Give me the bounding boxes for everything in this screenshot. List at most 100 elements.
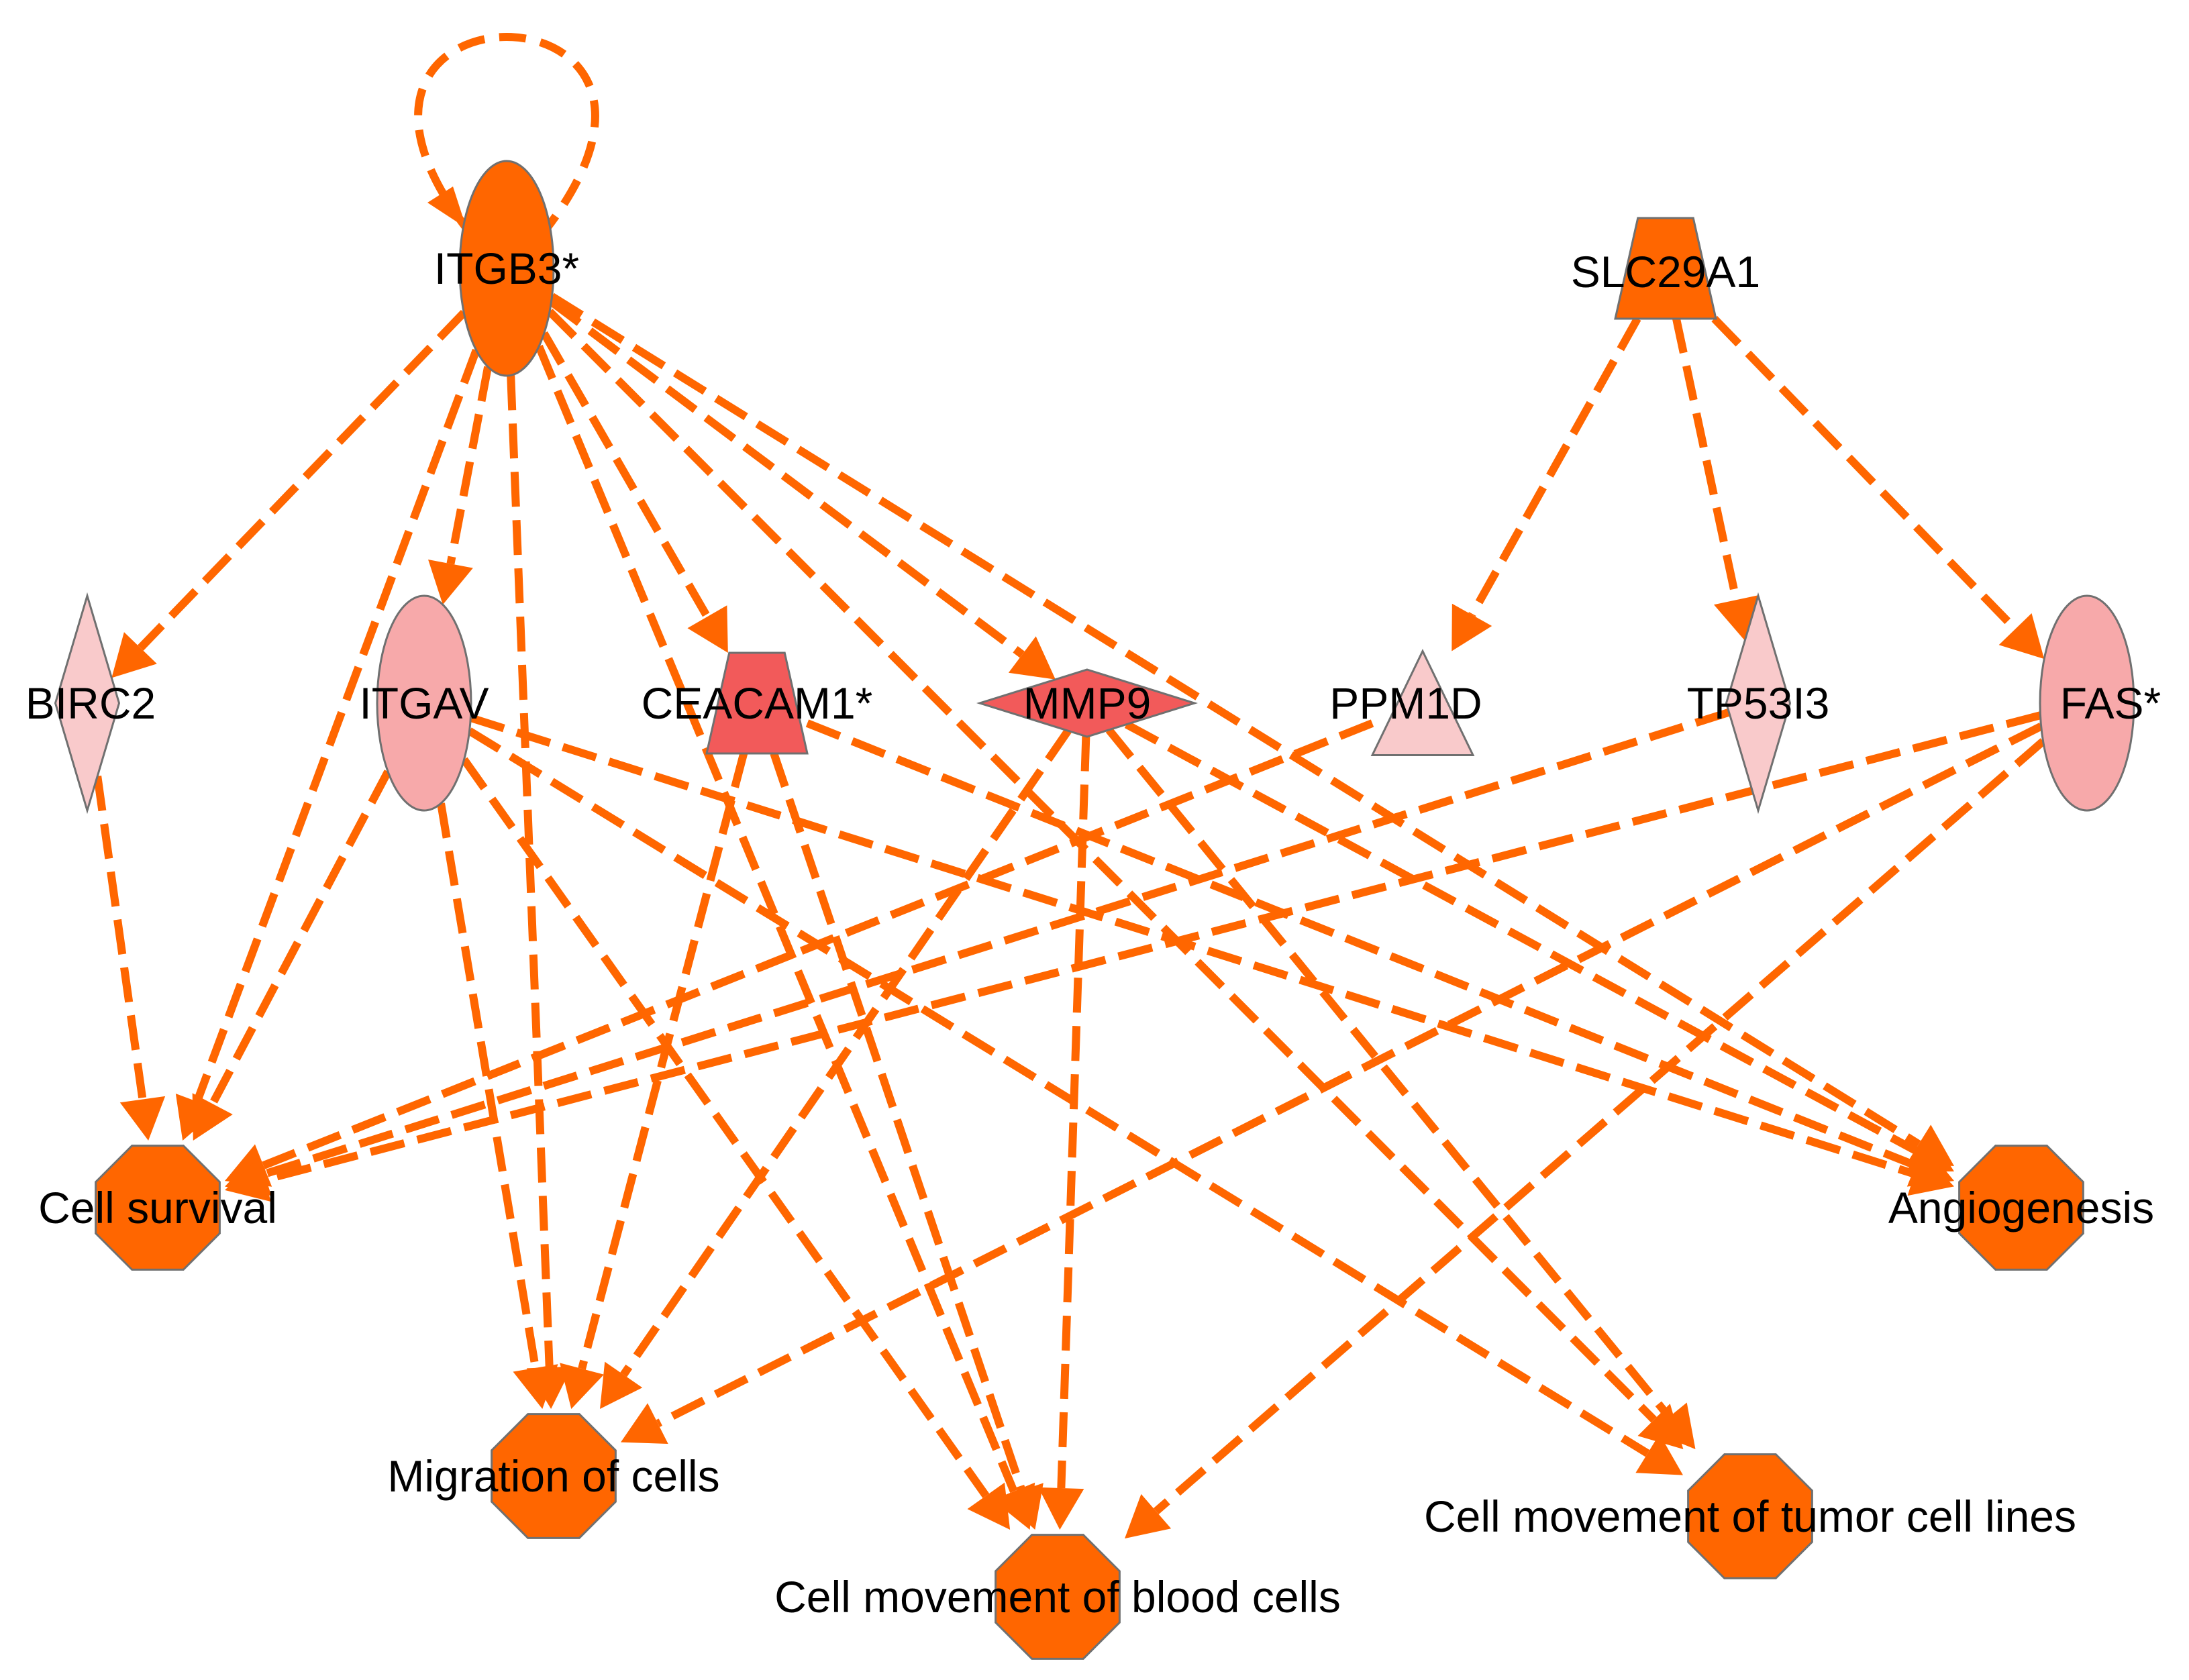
edge-itgav-to-tumor-lines	[467, 727, 1683, 1475]
arrowhead	[119, 1096, 166, 1141]
arrowhead	[1000, 1483, 1043, 1530]
arrowhead	[225, 1157, 271, 1202]
edge-mmp9-to-migration	[600, 728, 1072, 1409]
edge-birc2-to-cell-survival	[93, 775, 166, 1141]
node-fas[interactable]	[2039, 594, 2135, 812]
edge-line	[263, 708, 1731, 1178]
edge-itgb3-to-itgb3	[414, 33, 599, 231]
edge-line	[1468, 317, 1641, 617]
tp53i3-diamond-tall-shape	[1725, 592, 1792, 815]
edge-itgav-to-migration	[437, 802, 558, 1409]
arrowhead	[428, 559, 473, 605]
arrowhead	[687, 605, 728, 653]
edge-line	[805, 719, 1917, 1169]
arrowhead	[1651, 1402, 1696, 1449]
arrowhead	[1008, 636, 1056, 680]
arrowhead	[1452, 603, 1492, 651]
edge-line	[460, 757, 990, 1498]
edge-itgb3-to-blood-cells	[535, 344, 1035, 1530]
arrowhead	[1906, 1131, 1954, 1172]
edge-ppm1d-to-cell-survival	[225, 719, 1374, 1187]
ceacam1-label: CEACAM1*	[642, 678, 873, 728]
arrowhead	[1125, 1493, 1172, 1539]
birc2-label: BIRC2	[26, 678, 156, 728]
node-ceacam1[interactable]	[705, 651, 809, 755]
edge-itgav-to-cell-survival	[192, 770, 392, 1141]
edge-mmp9-to-blood-cells	[1038, 736, 1090, 1530]
arrowhead	[1635, 1434, 1683, 1475]
arrowhead	[967, 1482, 1011, 1530]
node-tp53i3[interactable]	[1725, 592, 1792, 815]
edge-line	[1672, 317, 1741, 601]
arrowhead	[560, 1363, 604, 1409]
edge-line	[93, 775, 147, 1100]
edge-line	[550, 293, 1921, 1148]
edge-fas-to-cell-survival	[225, 711, 2041, 1202]
node-slc29a1[interactable]	[1614, 217, 1717, 320]
fas-ellipse-shape	[2039, 594, 2135, 812]
edge-itgav-to-blood-cells	[460, 757, 1011, 1530]
edge-slc29a1-to-tp53i3	[1672, 317, 1759, 641]
edge-mmp9-to-tumor-lines	[1105, 727, 1696, 1449]
edge-line	[1153, 738, 2046, 1515]
edge-itgb3-to-ceacam1	[540, 331, 728, 653]
edge-line	[138, 309, 467, 651]
node-cell-survival[interactable]	[95, 1145, 221, 1271]
node-ppm1d[interactable]	[1370, 649, 1475, 756]
edge-line	[1124, 721, 1920, 1155]
mmp9-diamond-wide-shape	[976, 668, 1199, 738]
tp53i3-label: TP53I3	[1687, 678, 1830, 728]
edge-line	[656, 723, 2043, 1428]
ppm1d-label: PPM1D	[1329, 678, 1482, 728]
edge-itgb3-to-mmp9	[548, 299, 1056, 680]
edge-slc29a1-to-ppm1d	[1452, 317, 1641, 651]
arrowhead	[600, 1361, 643, 1409]
edge-line	[1105, 727, 1672, 1420]
blood-cells-label: Cell movement of blood cells	[774, 1572, 1341, 1622]
slc29a1-trapezoid-shape	[1614, 217, 1717, 320]
node-migration[interactable]	[491, 1413, 617, 1539]
edge-line	[620, 728, 1072, 1377]
edge-line	[469, 714, 1916, 1178]
node-tumor-lines[interactable]	[1687, 1453, 1813, 1579]
cell-survival-octagon-shape	[95, 1145, 221, 1271]
edge-line	[264, 711, 2041, 1184]
itgb3-label: ITGB3*	[434, 244, 579, 293]
edge-ceacam1-to-blood-cells	[770, 752, 1043, 1530]
arrowhead	[1038, 1487, 1084, 1530]
edge-line	[193, 348, 480, 1103]
edge-ceacam1-to-migration	[560, 752, 748, 1409]
edge-line	[467, 727, 1650, 1457]
edge-line	[546, 309, 1657, 1423]
migration-label: Migration of cells	[387, 1451, 719, 1501]
node-birc2[interactable]	[54, 592, 121, 815]
edge-line	[535, 344, 1018, 1493]
edge-fas-to-migration	[621, 723, 2043, 1445]
self-loop-line	[414, 33, 599, 231]
node-angiogenesis[interactable]	[1958, 1145, 2084, 1271]
edge-itgb3-to-birc2	[111, 309, 467, 678]
angiogenesis-label: Angiogenesis	[1888, 1183, 2154, 1232]
edge-line	[540, 331, 711, 619]
edge-line	[262, 719, 1374, 1169]
itgav-ellipse-shape	[376, 594, 472, 812]
arrowhead	[427, 187, 466, 228]
node-itgav[interactable]	[376, 594, 472, 812]
cell-survival-label: Cell survival	[38, 1183, 277, 1232]
edge-layer	[93, 33, 2046, 1539]
tumor-lines-label: Cell movement of tumor cell lines	[1424, 1491, 2076, 1541]
blood-cells-octagon-shape	[995, 1534, 1121, 1660]
edge-ceacam1-to-angiogenesis	[805, 719, 1954, 1187]
node-blood-cells[interactable]	[995, 1534, 1121, 1660]
edge-line	[446, 366, 493, 565]
node-itgb3[interactable]	[458, 160, 555, 377]
edge-line	[770, 752, 1026, 1492]
fas-label: FAS*	[2060, 678, 2161, 728]
mmp9-label: MMP9	[1023, 678, 1152, 728]
slc29a1-label: SLC29A1	[1571, 247, 1761, 297]
edge-line	[1057, 736, 1090, 1489]
node-layer	[54, 160, 2135, 1660]
ppm1d-triangle-shape	[1370, 649, 1475, 756]
node-mmp9[interactable]	[976, 668, 1199, 738]
